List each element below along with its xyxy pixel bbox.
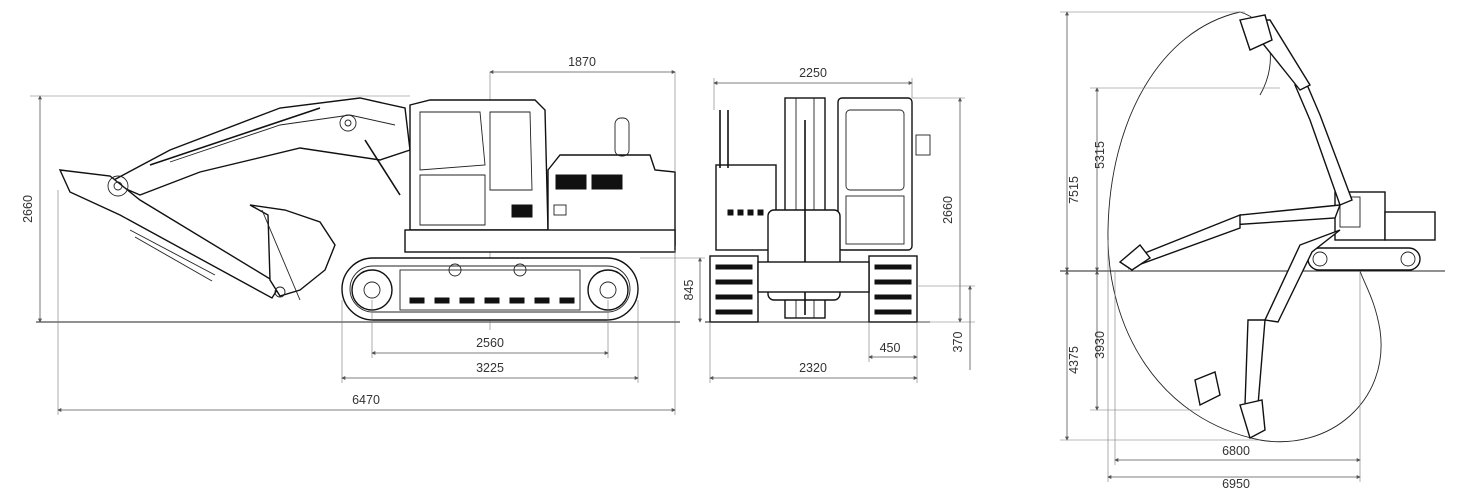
side-view: 1870 2660 845 2560 3225 6470 bbox=[21, 55, 705, 415]
side-dimension-lines bbox=[30, 70, 705, 415]
reach-envelope bbox=[1107, 11, 1382, 443]
range-machine bbox=[1307, 191, 1436, 271]
front-dimension-lines bbox=[709, 78, 975, 383]
dim-max-digging-height: 7515 bbox=[1067, 176, 1081, 204]
dim-track-length: 3225 bbox=[476, 361, 504, 375]
dim-max-dumping-height: 5315 bbox=[1093, 141, 1107, 169]
dim-overall-length: 6470 bbox=[352, 393, 380, 407]
range-view: 7515 5315 4375 3930 6800 6950 bbox=[1060, 11, 1445, 491]
cab bbox=[409, 99, 549, 231]
dim-ground-clearance: 370 bbox=[951, 332, 965, 353]
engine-housing bbox=[547, 117, 676, 246]
side-track bbox=[341, 257, 639, 321]
arm-cylinder bbox=[149, 107, 321, 166]
front-tracks bbox=[709, 255, 918, 323]
front-cab bbox=[837, 97, 931, 251]
dim-shoe-width: 450 bbox=[880, 341, 901, 355]
boom-cylinder bbox=[364, 139, 401, 196]
arm bbox=[58, 169, 281, 299]
dim-reach-ground: 6800 bbox=[1222, 444, 1250, 458]
range-boom-down bbox=[1194, 229, 1341, 440]
dim-upper-width: 2250 bbox=[799, 66, 827, 80]
dim-max-reach: 6950 bbox=[1222, 477, 1250, 491]
dim-track-width: 2320 bbox=[799, 361, 827, 375]
boom bbox=[108, 97, 411, 196]
dim-vertical-wall-depth: 3930 bbox=[1093, 331, 1107, 359]
bucket bbox=[249, 204, 336, 301]
dim-side-height: 2660 bbox=[21, 195, 35, 223]
dim-swing-offset: 1870 bbox=[568, 55, 596, 69]
dim-tumbler-distance: 2560 bbox=[476, 336, 504, 350]
dim-track-height: 845 bbox=[682, 280, 696, 301]
front-body bbox=[715, 110, 777, 251]
dim-max-digging-depth: 4375 bbox=[1067, 346, 1081, 374]
front-view: 2250 2660 450 370 2320 bbox=[705, 66, 975, 383]
range-dimension-lines bbox=[1060, 11, 1361, 482]
upper-frame bbox=[404, 229, 676, 253]
dim-front-height: 2660 bbox=[941, 196, 955, 224]
range-boom-out bbox=[1118, 204, 1342, 271]
range-boom-up bbox=[1239, 14, 1353, 206]
